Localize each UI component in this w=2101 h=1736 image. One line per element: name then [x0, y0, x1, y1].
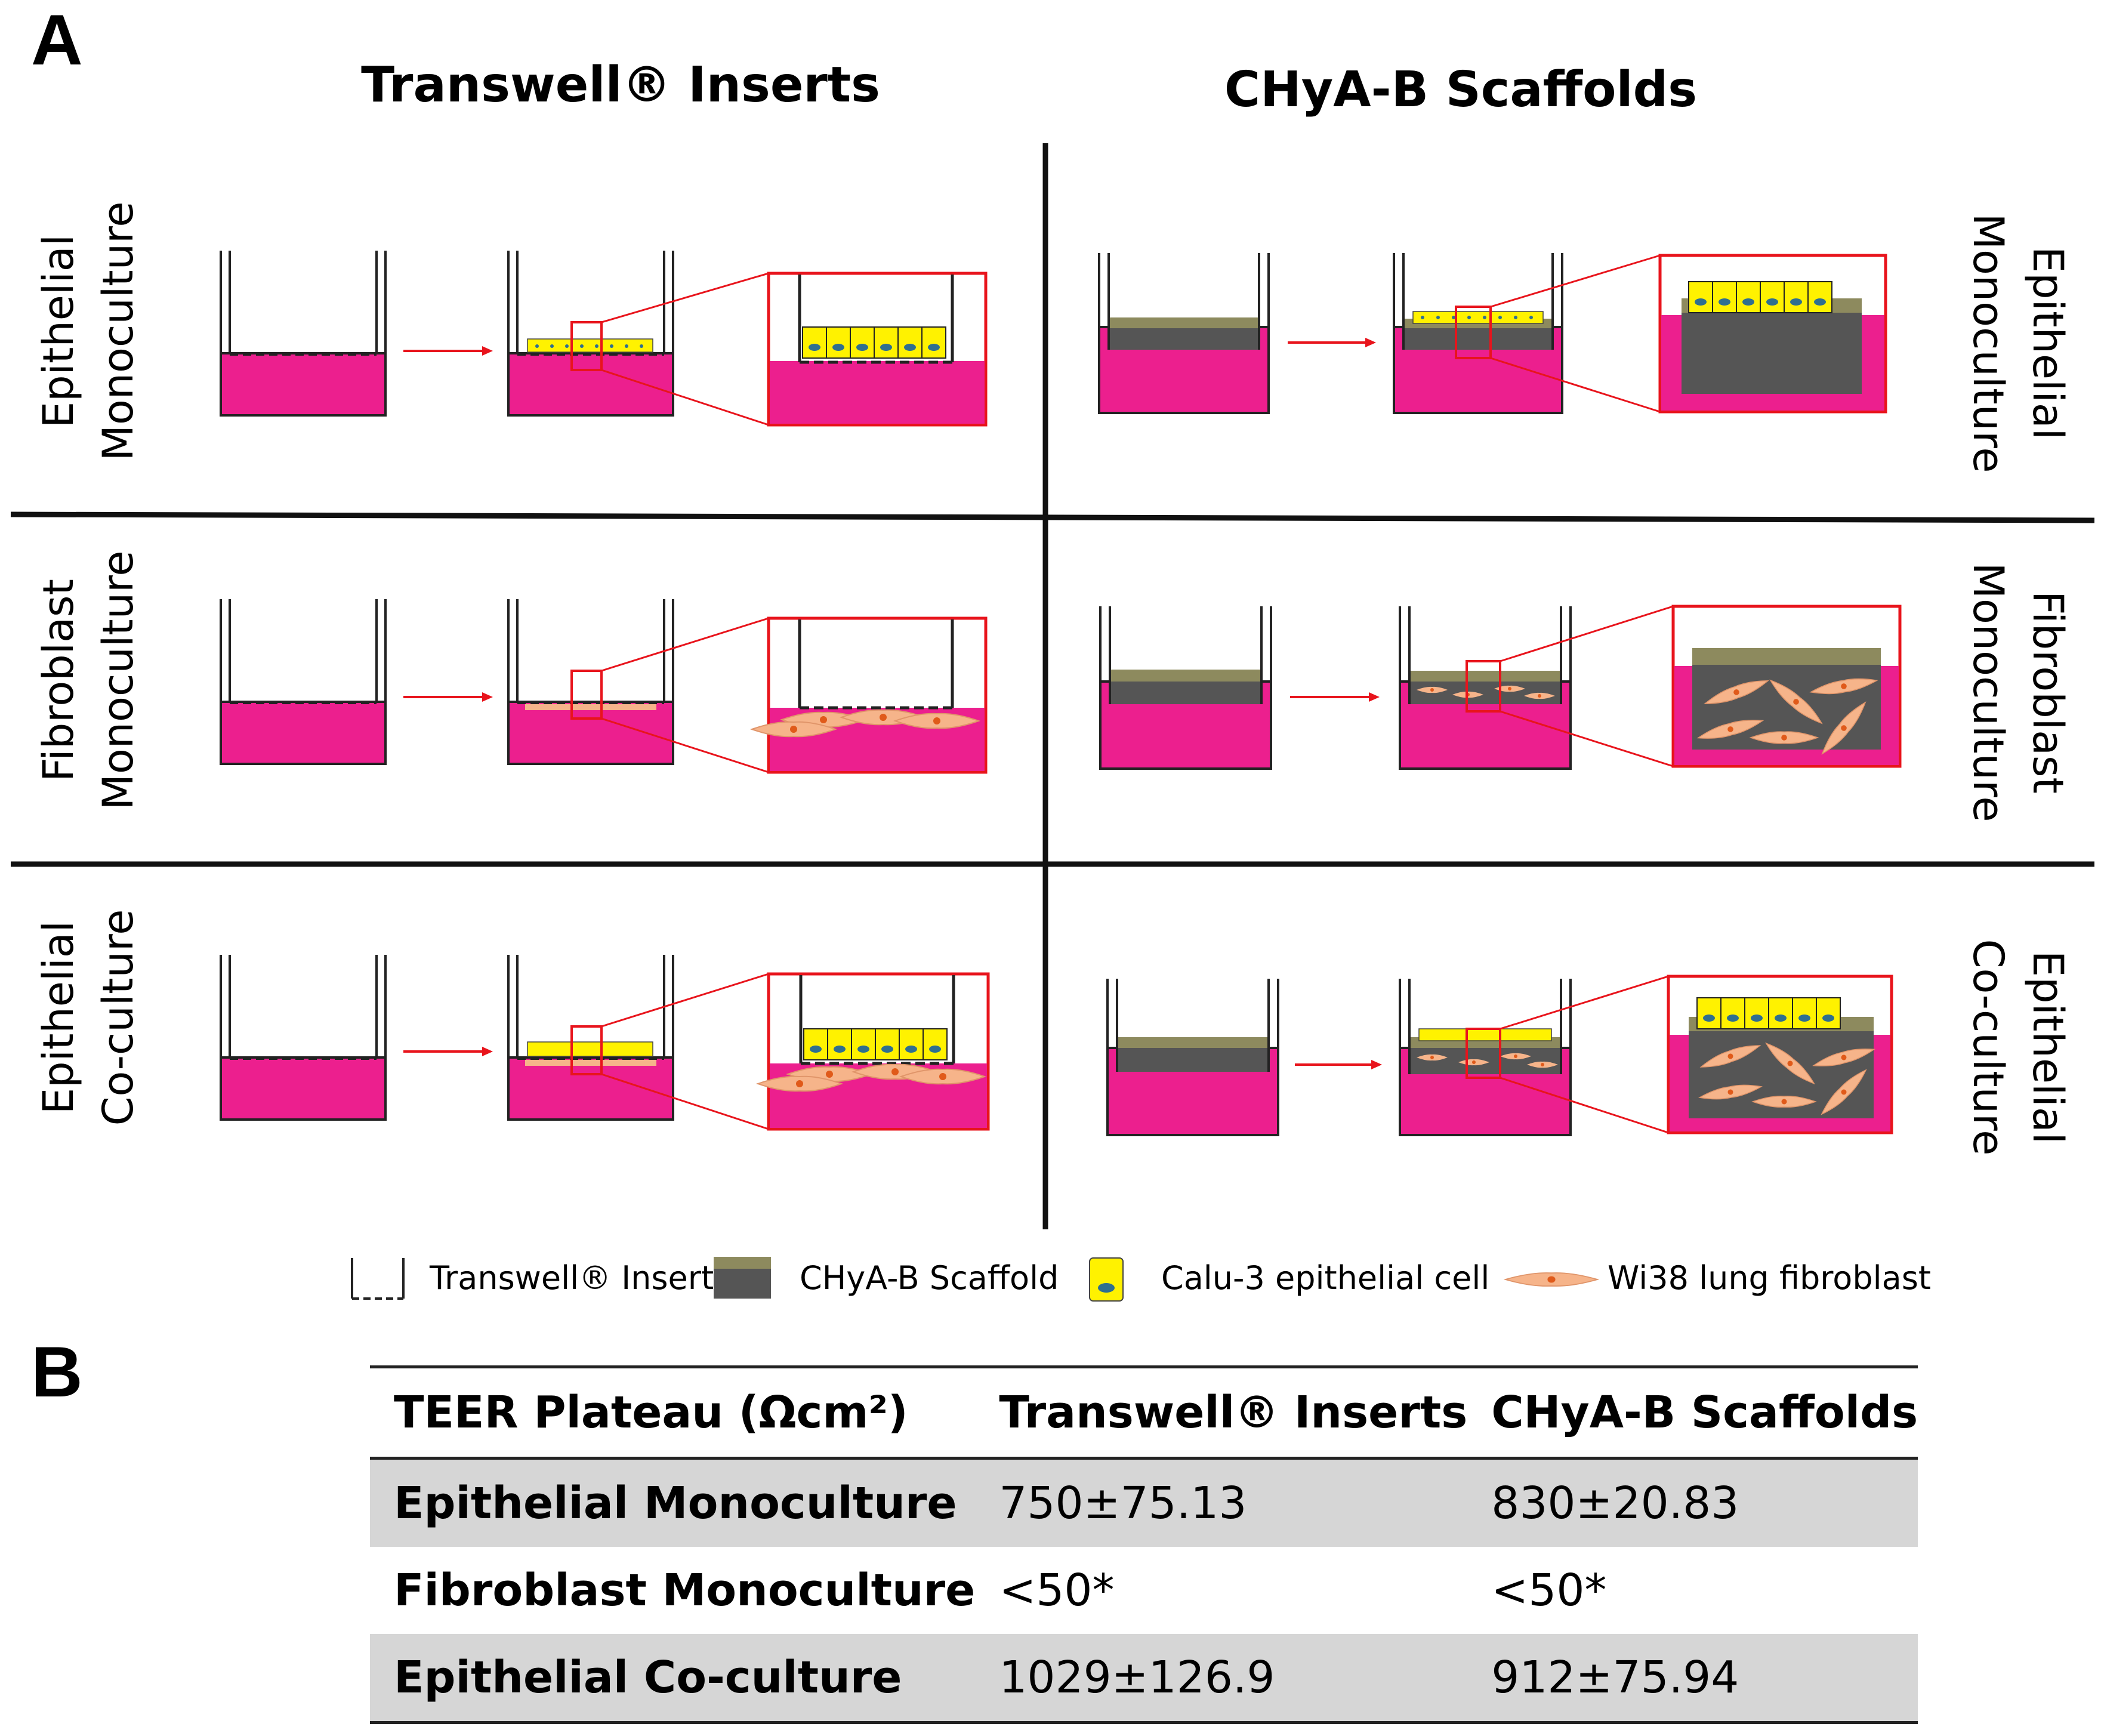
scaffold-epi-mono-zoom: [1658, 254, 1887, 414]
table-cell-scaffold: 912±75.94: [1467, 1634, 1918, 1724]
grid-divider-row1: [10, 511, 2095, 523]
arrowhead-icon: [1371, 1060, 1382, 1069]
transwell-epi-mono-zoom: [767, 272, 988, 427]
svg-text:Epithelial: Epithelial: [34, 235, 83, 428]
scaffold-epi-mono-seeded-well: [1393, 253, 1563, 414]
right-row-label-3: Epithelial Co-culture: [1964, 939, 2072, 1156]
column-title-transwell: Transwell® Inserts: [361, 57, 880, 113]
right-row-label-1: Epithelial Monoculture: [1964, 214, 2072, 473]
transwell-coculture-empty-well: [220, 955, 387, 1121]
scaffold-fibro-mono-empty-well: [1099, 606, 1272, 770]
left-row-label-1: Epithelial Monoculture: [34, 202, 143, 461]
table-row: Epithelial Co-culture 1029±126.9 912±75.…: [370, 1634, 1918, 1724]
right-row-label-2: Fibroblast Monoculture: [1964, 563, 2072, 822]
transwell-coculture-seeded-well: [507, 955, 674, 1121]
epithelial-cell-icon: [1089, 1257, 1124, 1302]
zoom-connector: [1500, 605, 1674, 767]
zoom-connector: [1490, 254, 1661, 413]
svg-text:Co-culture: Co-culture: [1964, 939, 2013, 1156]
transwell-insert-icon: [351, 1258, 405, 1300]
scaffold-coculture-seeded-well: [1399, 979, 1572, 1136]
legend: Transwell® Insert CHyA-B Scaffold Calu-3…: [351, 1257, 1931, 1302]
svg-text:Epithelial: Epithelial: [2023, 246, 2072, 440]
scaffold-coculture-empty-well: [1106, 979, 1279, 1136]
svg-text:Monoculture: Monoculture: [1964, 563, 2013, 822]
transwell-coculture-zoom: [757, 972, 990, 1131]
legend-label-epithelial: Calu-3 epithelial cell: [1161, 1259, 1489, 1297]
panel-b-label: B: [31, 1332, 83, 1412]
table-header-scaffold: CHyA-B Scaffolds: [1467, 1365, 1918, 1460]
svg-text:Monoculture: Monoculture: [1964, 214, 2013, 473]
teer-table: TEER Plateau (Ωcm²) Transwell® Inserts C…: [370, 1365, 1918, 1724]
left-row-label-2: Fibroblast Monoculture: [34, 551, 143, 810]
transwell-fibro-mono-empty-well: [220, 599, 387, 765]
arrowhead-icon: [1369, 692, 1380, 702]
transwell-fibro-mono-seeded-well: [507, 599, 674, 765]
table-cell-scaffold: <50*: [1491, 1565, 1607, 1616]
svg-text:Monoculture: Monoculture: [94, 202, 143, 461]
zoom-connector: [601, 617, 769, 773]
zoom-connector: [601, 272, 769, 426]
svg-text:Co-culture: Co-culture: [94, 909, 143, 1126]
svg-text:Fibroblast: Fibroblast: [2023, 591, 2072, 794]
scaffold-fibro-mono-seeded-well: [1399, 606, 1572, 770]
arrowhead-icon: [482, 346, 493, 356]
table-cell-condition: Fibroblast Monoculture: [394, 1565, 976, 1616]
panel-a-label: A: [31, 0, 83, 80]
table-cell-scaffold: 830±20.83: [1467, 1458, 1918, 1547]
zoom-connector: [1500, 975, 1669, 1134]
transwell-epi-mono-seeded-well: [507, 251, 674, 417]
scaffold-coculture-zoom: [1667, 975, 1893, 1134]
column-title-scaffold: CHyA-B Scaffolds: [1224, 61, 1697, 118]
table-cell-transwell: 750±75.13: [975, 1458, 1468, 1547]
svg-text:Monoculture: Monoculture: [94, 551, 143, 810]
arrowhead-icon: [482, 1047, 493, 1056]
svg-text:Epithelial: Epithelial: [34, 921, 83, 1114]
left-row-label-3: Epithelial Co-culture: [34, 909, 143, 1126]
table-cell-transwell: 1029±126.9: [975, 1634, 1468, 1724]
zoom-connector: [601, 973, 769, 1130]
svg-text:Fibroblast: Fibroblast: [34, 579, 83, 782]
table-header-teer: TEER Plateau (Ωcm²): [370, 1365, 976, 1460]
legend-label-scaffold: CHyA-B Scaffold: [800, 1259, 1059, 1297]
table-header-transwell: Transwell® Inserts: [975, 1365, 1468, 1460]
scaffold-fibro-mono-zoom: [1671, 605, 1902, 768]
svg-text:Epithelial: Epithelial: [2023, 951, 2072, 1144]
transwell-fibro-mono-zoom: [751, 616, 988, 774]
transwell-epi-mono-empty-well: [220, 251, 387, 417]
legend-label-transwell: Transwell® Insert: [429, 1259, 714, 1297]
scaffold-epi-mono-empty-well: [1098, 253, 1270, 414]
table-cell-condition: Epithelial Monoculture: [370, 1458, 976, 1547]
table-row: Fibroblast Monoculture <50* <50*: [370, 1547, 1918, 1634]
scaffold-icon: [714, 1257, 771, 1299]
arrowhead-icon: [482, 692, 493, 702]
arrowhead-icon: [1365, 338, 1376, 347]
legend-label-fibroblast: Wi38 lung fibroblast: [1608, 1259, 1931, 1297]
table-row: Epithelial Monoculture 750±75.13 830±20.…: [370, 1458, 1918, 1547]
table-header-row: TEER Plateau (Ωcm²) Transwell® Inserts C…: [370, 1365, 1918, 1460]
table-cell-transwell: <50*: [999, 1565, 1115, 1616]
fibroblast-icon: [1504, 1272, 1599, 1287]
table-cell-condition: Epithelial Co-culture: [370, 1634, 976, 1724]
